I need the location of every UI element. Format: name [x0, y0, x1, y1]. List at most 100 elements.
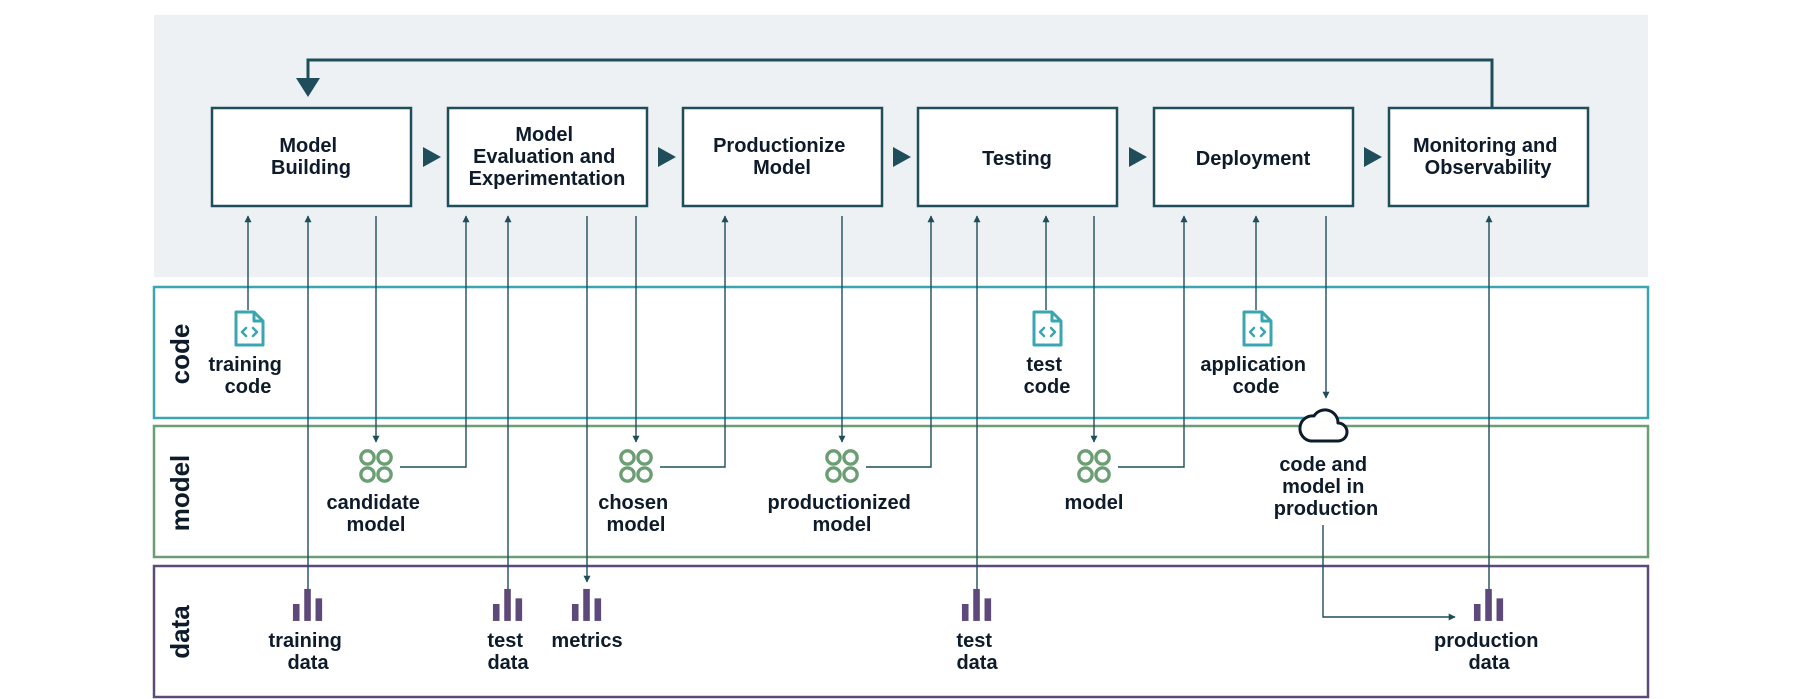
stage-label-line: Model	[279, 135, 337, 157]
artifact-metrics: metrics	[551, 588, 623, 652]
artifact-label-line: application	[1200, 354, 1306, 376]
artifact-training-data: training data	[269, 588, 348, 674]
stage-label-line: Monitoring and	[1413, 135, 1557, 157]
stage-label-line: Model	[753, 157, 811, 179]
artifact-label-line: metrics	[551, 630, 622, 652]
lane-code	[152, 285, 1650, 420]
code-artifacts: training code test code application code	[209, 310, 1311, 398]
svg-text:test data: test data	[487, 630, 529, 674]
stage-monitoring: Monitoring and Observability	[1387, 106, 1590, 208]
stage-label-line: Building	[271, 157, 351, 179]
artifact-label-line: test	[1026, 354, 1062, 376]
artifact-test-code: test code	[1024, 310, 1071, 398]
svg-text:model: model	[1065, 492, 1124, 514]
artifact-production-data: production data	[1434, 588, 1544, 674]
artifact-training-code: training code	[209, 310, 288, 398]
lane-label-data: data	[165, 605, 195, 659]
artifact-application-code: application code	[1200, 310, 1311, 398]
stage-model-building: Model Building	[210, 106, 413, 208]
artifact-label-line: data	[956, 652, 998, 674]
artifact-label-line: data	[1468, 652, 1510, 674]
svg-text:Deployment: Deployment	[1196, 148, 1311, 170]
svg-text:training data: training data	[269, 630, 348, 674]
stage-label-line: Experimentation	[469, 168, 626, 190]
connector-chosen-to-productionize	[660, 215, 729, 468]
lanes: code model data	[152, 285, 1650, 699]
artifact-model: model	[1065, 449, 1124, 514]
svg-text:code and model in: code and model in production	[1274, 454, 1378, 520]
artifact-chosen-model: chosen model	[598, 449, 674, 536]
cloud-icon	[1298, 408, 1349, 443]
bar-chart-icon	[571, 588, 602, 621]
lane-label-model: model	[165, 455, 195, 532]
stage-flow-arrows	[423, 147, 1382, 167]
bar-chart-icon	[1473, 588, 1504, 621]
code-file-icon	[1032, 310, 1063, 347]
artifact-label-line: data	[287, 652, 329, 674]
artifact-label-line: model	[347, 514, 406, 536]
artifact-label-line: test	[487, 630, 523, 652]
artifact-label-line: code	[1233, 376, 1280, 398]
flow-arrow	[423, 147, 441, 167]
artifact-label-line: training	[209, 354, 282, 376]
svg-text:Monitoring and Observa: Monitoring and Observability	[1413, 135, 1563, 179]
stage-deployment: Deployment	[1152, 106, 1355, 208]
svg-text:production data: production data	[1434, 630, 1544, 674]
stage-label-line: Productionize	[713, 135, 845, 157]
flow-arrow	[893, 147, 911, 167]
svg-text:test code: test code	[1024, 354, 1071, 398]
svg-text:Testing: Testing	[982, 148, 1052, 170]
svg-text:productionized model: productionized model	[768, 492, 917, 536]
artifact-code-and-model-in-production: code and model in production	[1274, 408, 1378, 520]
model-icon	[1077, 449, 1111, 483]
model-icon	[619, 449, 653, 483]
stage-label-line: Evaluation and	[473, 146, 615, 168]
connector-model-to-deployment	[1118, 215, 1188, 468]
artifact-label-line: chosen	[598, 492, 668, 514]
artifact-label-line: production	[1434, 630, 1538, 652]
artifact-label-line: test	[956, 630, 992, 652]
connector-candidate-to-evaluation	[400, 215, 470, 468]
bar-chart-icon	[492, 588, 523, 621]
lane-model	[152, 424, 1650, 559]
flow-arrow	[658, 147, 676, 167]
model-icon	[359, 449, 393, 483]
artifact-label-line: code	[1024, 376, 1071, 398]
stage-label-line: Model	[515, 124, 573, 146]
artifact-label-line: productionized	[768, 492, 911, 514]
artifact-label-line: production	[1274, 498, 1378, 520]
stage-label-line: Testing	[982, 148, 1052, 170]
stage-productionize-model: Productionize Model	[681, 106, 884, 208]
svg-text:Model Evaluation and: Model Evaluation and Experimentation	[469, 124, 626, 190]
flow-arrow	[1129, 147, 1147, 167]
svg-text:chosen model: chosen model	[598, 492, 674, 536]
svg-text:training code: training code	[209, 354, 288, 398]
stages: Model Building Model Evaluation and Expe…	[210, 106, 1590, 208]
svg-text:candidate model: candidate model	[327, 492, 426, 536]
code-file-icon	[234, 310, 265, 347]
artifact-label-line: code and	[1279, 454, 1367, 476]
bar-chart-icon	[292, 588, 323, 621]
svg-text:test data: test data	[956, 630, 998, 674]
bar-chart-icon	[961, 588, 992, 621]
svg-text:metrics: metrics	[551, 630, 622, 652]
model-artifacts: candidate model chosen model productioni…	[327, 408, 1378, 536]
artifact-label-line: model	[607, 514, 666, 536]
model-icon	[825, 449, 859, 483]
data-artifacts: training data test data metrics test dat…	[269, 588, 1544, 674]
artifact-label-line: candidate	[327, 492, 420, 514]
connector-productionized-to-testing	[866, 215, 935, 468]
connector-production-to-data	[1322, 525, 1456, 621]
artifact-candidate-model: candidate model	[327, 449, 426, 536]
svg-text:application code: application code	[1200, 354, 1311, 398]
stage-label-line: Observability	[1425, 157, 1553, 179]
flow-arrow	[1364, 147, 1382, 167]
connectors	[244, 215, 1493, 621]
artifact-test-data-2: test data	[956, 588, 998, 674]
artifact-test-data-1: test data	[487, 588, 529, 674]
stage-testing: Testing	[916, 106, 1119, 208]
artifact-label-line: model	[813, 514, 872, 536]
stage-label-line: Deployment	[1196, 148, 1311, 170]
artifact-productionized-model: productionized model	[768, 449, 917, 536]
